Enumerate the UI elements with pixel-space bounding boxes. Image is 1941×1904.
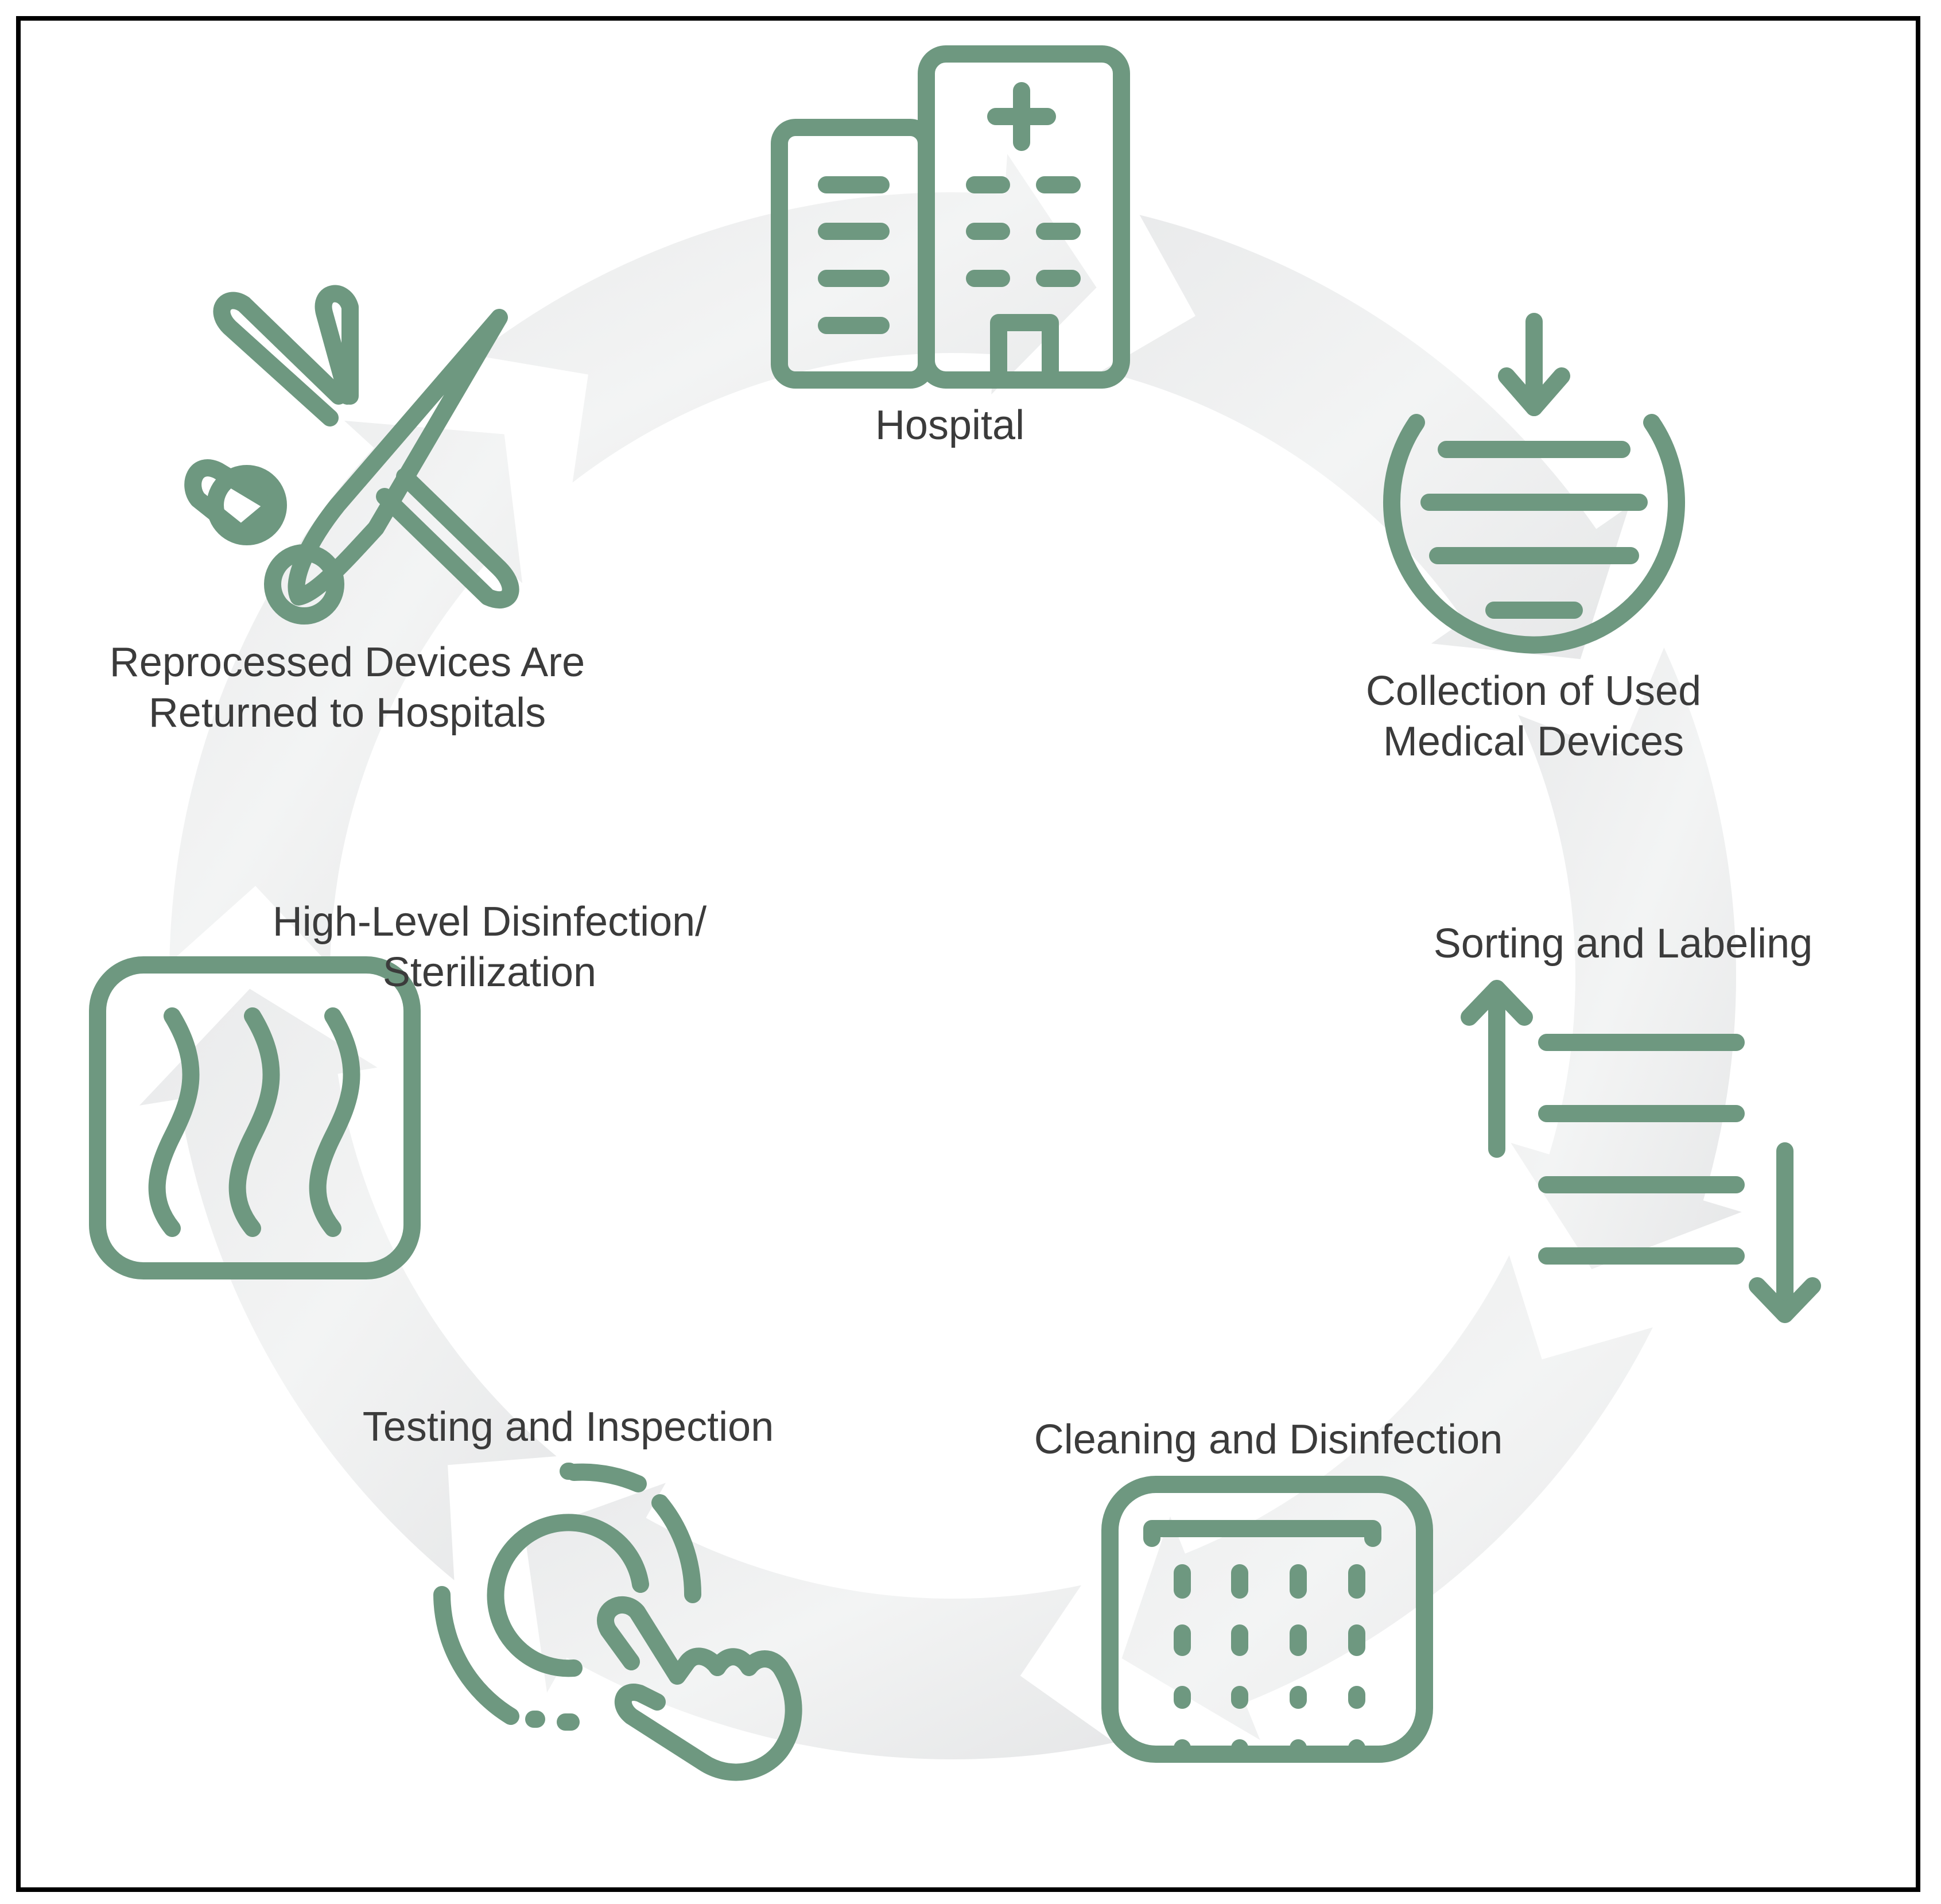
label-line: Testing and Inspection <box>363 1404 774 1450</box>
label-line: Hospital <box>875 402 1024 448</box>
sort-list-icon <box>1461 980 1821 1323</box>
label-line: Reprocessed Devices Are <box>110 639 585 685</box>
touch-inspection-icon <box>433 1463 802 1781</box>
hospital-building-icon <box>771 45 1130 389</box>
label-line: Sterilization <box>383 949 596 995</box>
label-line: Collection of Used <box>1366 668 1701 714</box>
cleaning-grid-icon <box>1101 1476 1433 1763</box>
sorting-label: Sorting and Labeling <box>1434 921 1813 967</box>
label-line: High-Level Disinfection/ <box>273 899 706 945</box>
cycle-arrow-segment <box>525 1483 1115 1759</box>
steam-sterilization-icon <box>89 956 421 1279</box>
label-line: Medical Devices <box>1383 719 1684 765</box>
testing-label: Testing and Inspection <box>363 1404 774 1450</box>
diagram-frame <box>16 16 1920 1892</box>
cycle-arrow-segment <box>169 420 523 966</box>
sterilization-label: High-Level Disinfection/Sterilization <box>273 899 706 995</box>
cleaning-label: Cleaning and Disinfection <box>1034 1417 1503 1463</box>
cycle-arrow-segment <box>1121 1255 1653 1740</box>
surgical-instruments-icon <box>184 285 519 625</box>
label-line: Cleaning and Disinfection <box>1034 1417 1503 1463</box>
cycle-arrow-segment <box>1101 215 1629 660</box>
collection-bin-icon <box>1383 313 1685 654</box>
label-line: Sorting and Labeling <box>1434 921 1813 967</box>
label-line: Returned to Hospitals <box>149 690 546 736</box>
hospital-label: Hospital <box>875 402 1024 448</box>
